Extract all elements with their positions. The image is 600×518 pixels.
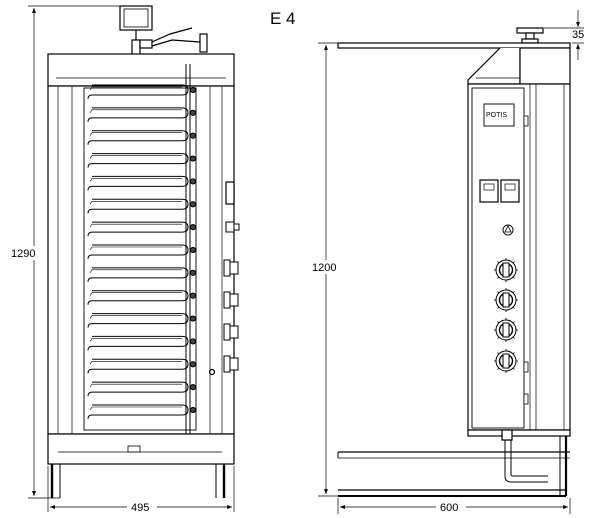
- burner-nozzle-icon: [189, 86, 197, 94]
- top-clearance-label: 35: [572, 29, 584, 41]
- warning-icon: [502, 224, 514, 236]
- top-regulator: [119, 5, 208, 65]
- side-depth-label: 600: [440, 502, 458, 514]
- burner-nozzle-icon: [189, 201, 197, 208]
- burner-nozzle-icon: [189, 246, 197, 254]
- front-base: [47, 433, 235, 465]
- burner-nozzle-icon: [189, 315, 197, 322]
- burner-nozzle-icon: [189, 361, 197, 368]
- side-base: [467, 429, 571, 437]
- front-indicator-light: [208, 368, 216, 376]
- front-height-label: 1290: [11, 248, 35, 260]
- front-height-label-bg: [10, 246, 36, 260]
- model-title: E 4: [270, 9, 296, 28]
- power-sockets: [479, 179, 520, 203]
- burner-panel: [83, 87, 197, 431]
- burner-nozzle-icon: [189, 109, 197, 116]
- gas-valve-knob[interactable]: [223, 355, 239, 373]
- front-top-hood: [47, 53, 235, 87]
- control-knob[interactable]: [494, 258, 518, 282]
- front-width-label-bg: [127, 500, 157, 514]
- brand-logo: POTIS: [486, 112, 507, 119]
- burner-nozzle-icon: [189, 178, 197, 185]
- burner-nozzle-icon: [189, 338, 197, 345]
- front-gas-valves: [223, 221, 240, 373]
- burner-nozzle-icon: [189, 224, 197, 231]
- side-control-knobs: [494, 258, 518, 373]
- burner-nozzle-icon: [189, 155, 197, 162]
- front-view: [47, 5, 240, 498]
- side-height-label-bg: [312, 260, 338, 274]
- brand-plate: [483, 103, 515, 127]
- burner-nozzle-icon: [189, 292, 197, 299]
- side-top-rail: [337, 42, 571, 49]
- side-depth-label-bg: [436, 500, 466, 514]
- burner-nozzle-icon: [189, 269, 197, 276]
- front-width-label: 495: [131, 502, 149, 514]
- side-control-panel: [471, 87, 525, 429]
- burner-nozzle-icon: [189, 132, 197, 139]
- top-handle: [516, 27, 544, 44]
- gas-valve-knob[interactable]: [223, 291, 239, 309]
- control-knob[interactable]: [494, 318, 518, 342]
- side-view: [337, 27, 571, 497]
- burner-nozzle-icon: [189, 406, 197, 414]
- gas-valve-knob[interactable]: [223, 323, 239, 341]
- side-height-label: 1200: [312, 262, 336, 274]
- control-knob[interactable]: [494, 349, 518, 373]
- control-knob[interactable]: [494, 288, 518, 312]
- burner-nozzle-icon: [189, 384, 197, 391]
- gas-valve-knob[interactable]: [223, 259, 239, 277]
- thermo-valve-icon: [225, 221, 240, 233]
